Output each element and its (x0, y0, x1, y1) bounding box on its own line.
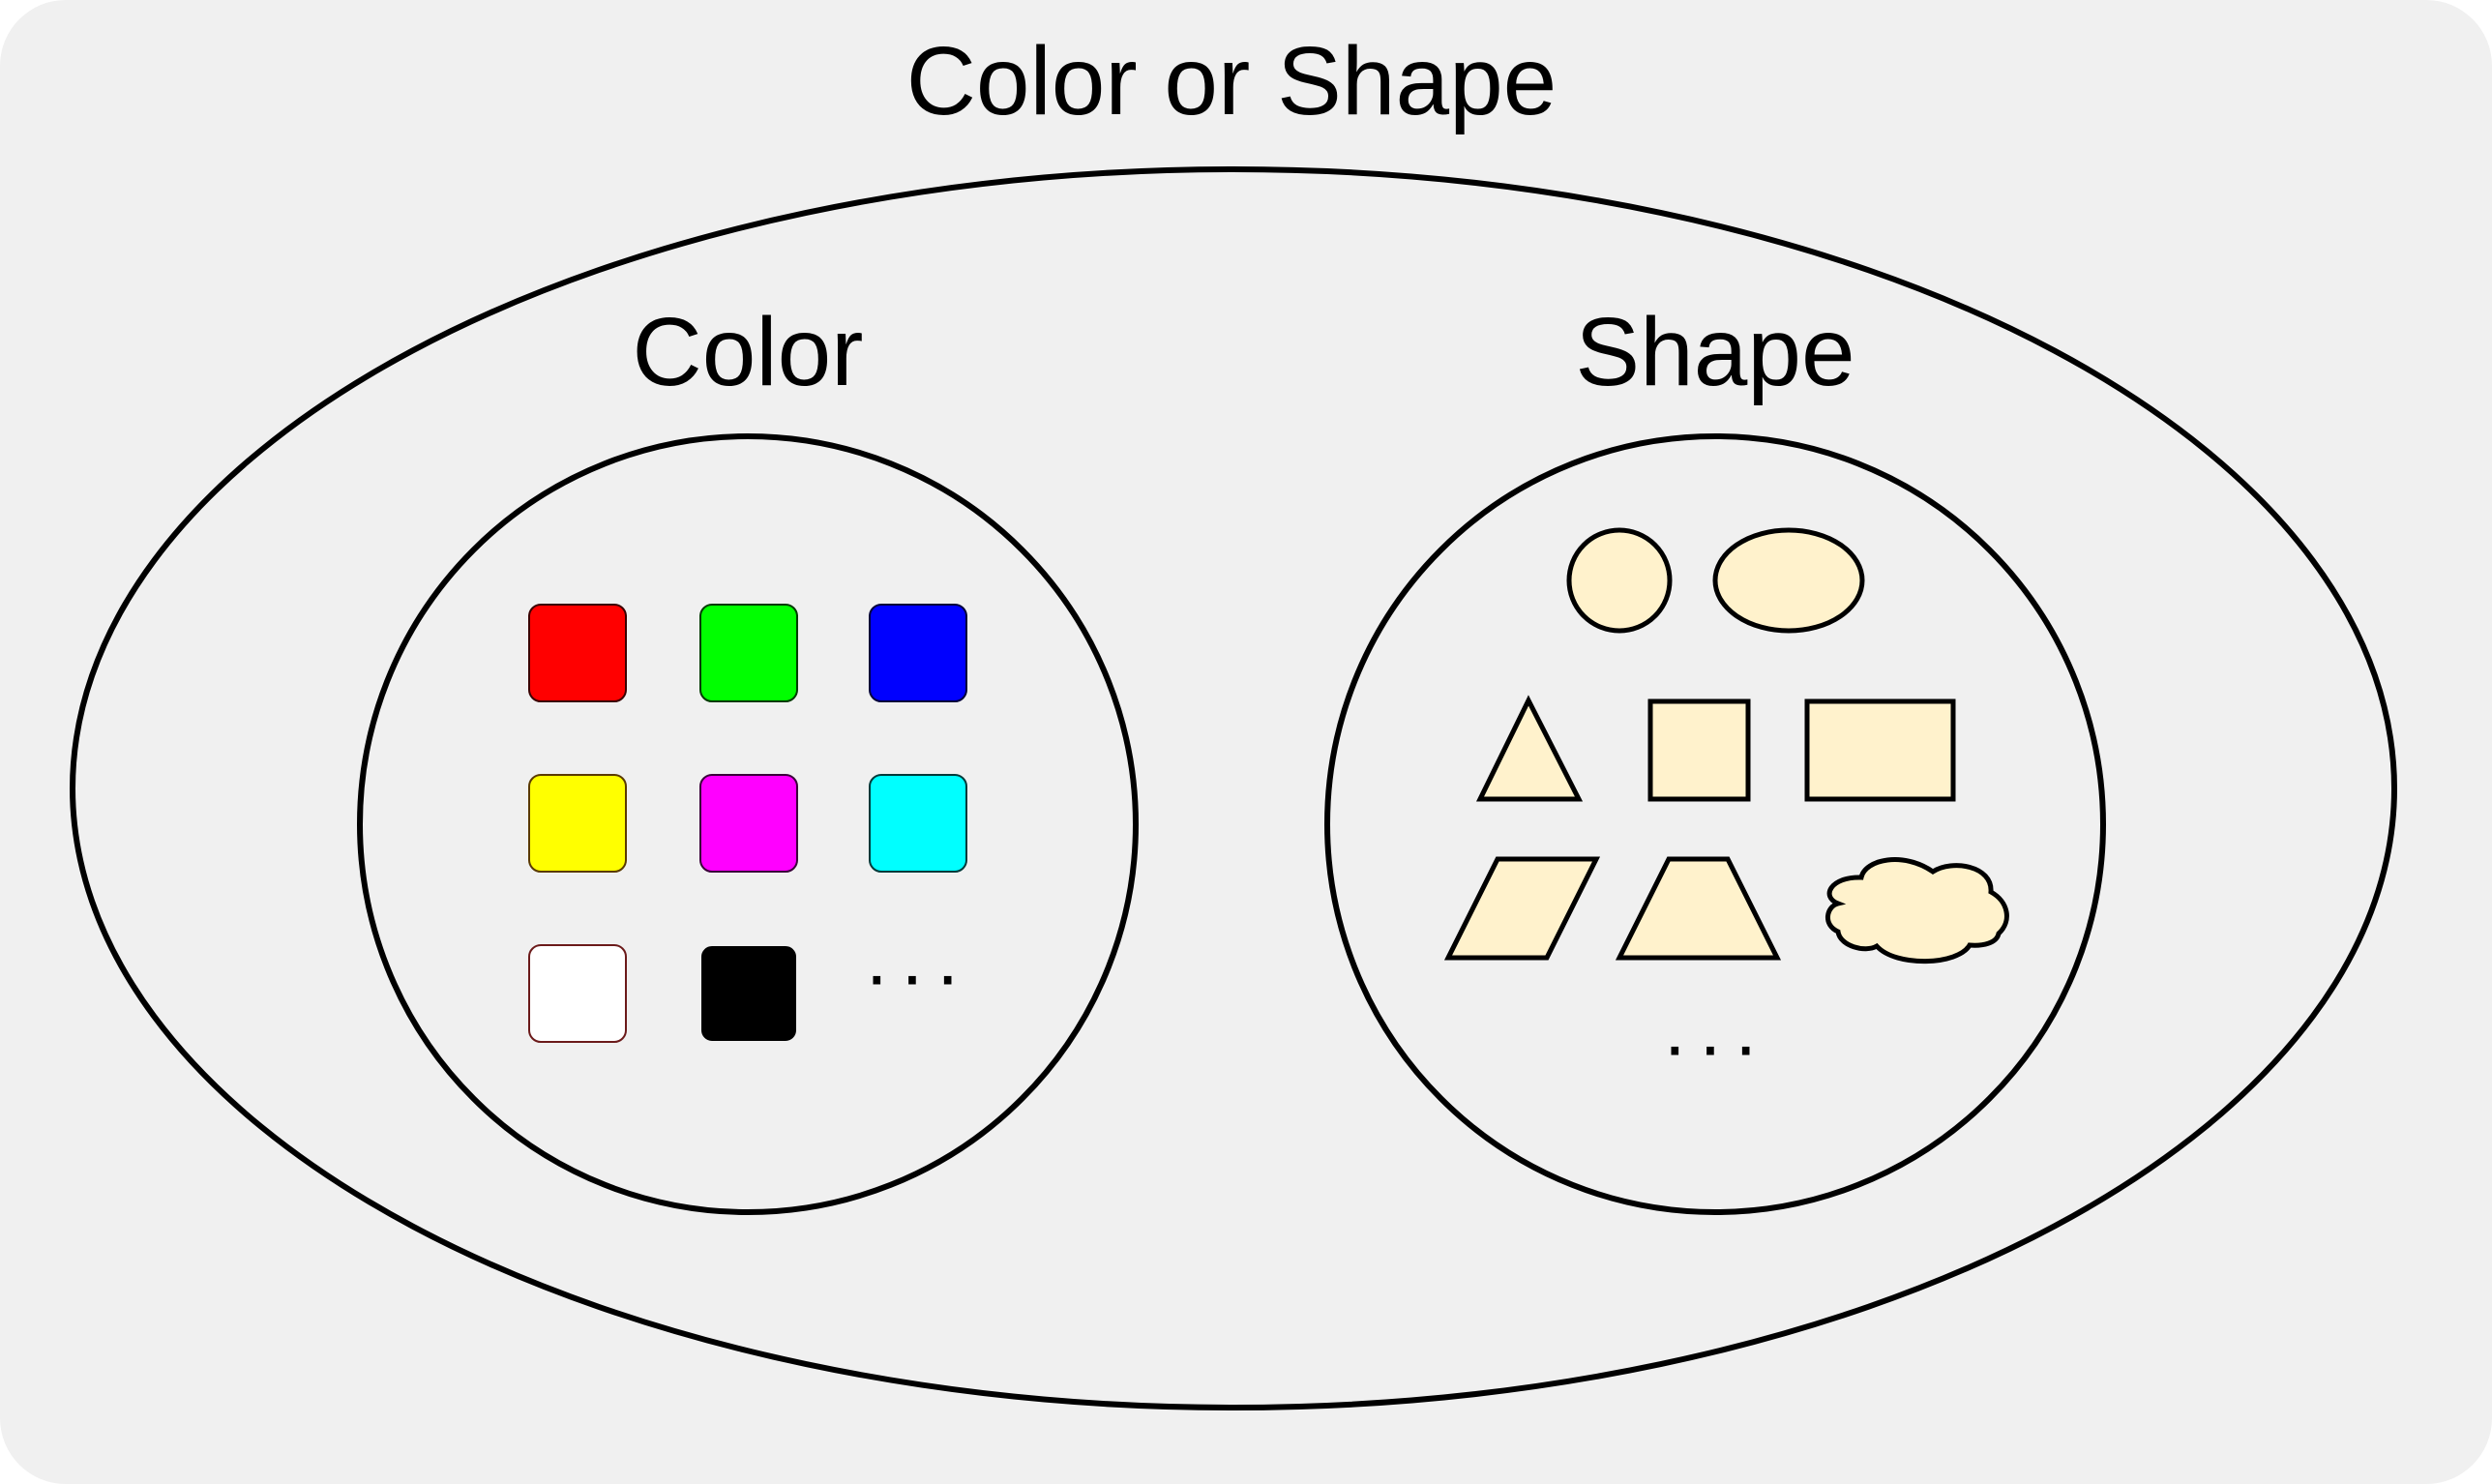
shape-set-label: Shape (1575, 298, 1854, 406)
color-swatch-blue (869, 604, 967, 702)
outer-union-ellipse (70, 166, 2397, 1410)
color-swatch-grid (528, 604, 967, 1043)
color-swatch-yellow (528, 774, 627, 873)
shape-gallery (1443, 527, 2009, 965)
color-set-circle (357, 433, 1139, 1215)
shape-circle (1566, 527, 1673, 634)
color-swatch-green (699, 604, 798, 702)
shape-ellipse (1712, 527, 1865, 634)
color-set-label: Color (633, 298, 864, 406)
color-swatch-black (701, 946, 796, 1041)
shape-cloud (1825, 857, 2009, 965)
shape-parallelogram (1443, 856, 1601, 961)
shape-square (1647, 698, 1751, 802)
color-swatch-red (528, 604, 627, 702)
shape-set-circle (1324, 433, 2106, 1215)
color-swatch-magenta (699, 774, 798, 873)
diagram-title: Color or Shape (906, 27, 1558, 135)
color-swatch-cyan (869, 774, 967, 873)
color-swatch-white (528, 944, 627, 1043)
shape-trapezoid (1615, 856, 1782, 961)
shape-set-ellipsis: ··· (1662, 1002, 1768, 1088)
shape-triangle (1475, 695, 1584, 802)
shape-rectangle (1804, 698, 1956, 802)
color-set-ellipsis: ··· (864, 932, 970, 1018)
